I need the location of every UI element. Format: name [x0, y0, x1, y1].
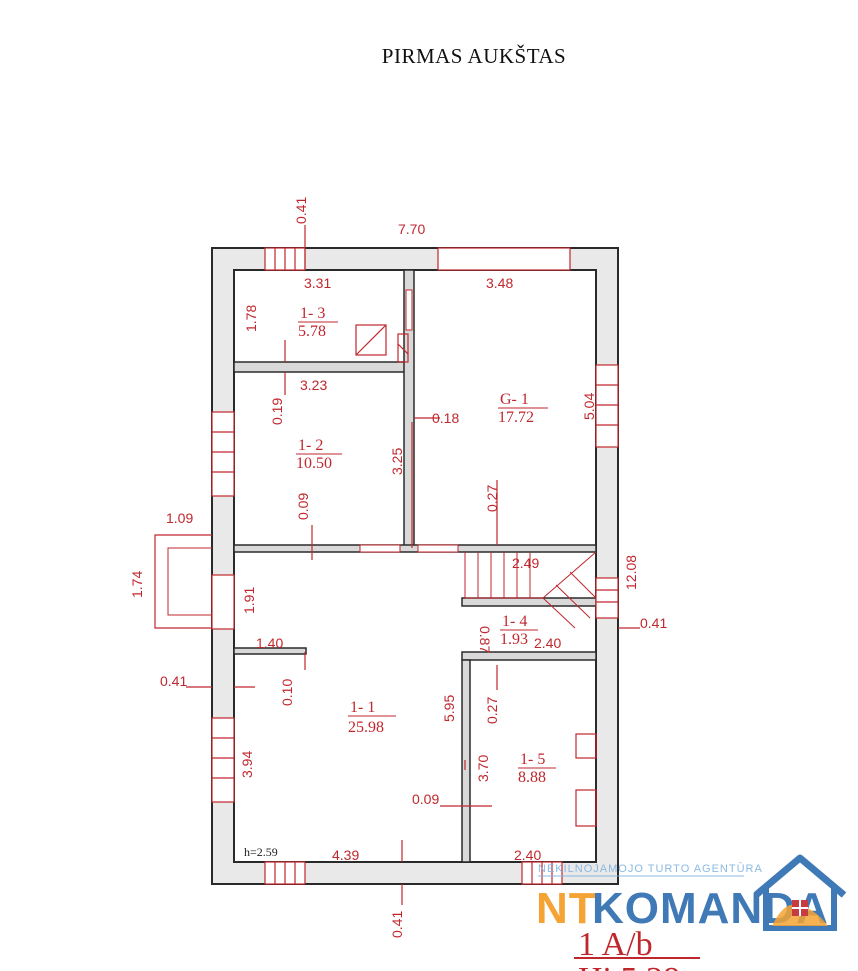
- outer-walls: [211, 247, 619, 885]
- door-openings: [359, 289, 459, 553]
- watermark-subtitle: NEKILNOJAMOJO TURTO AGENTŪRA: [538, 863, 763, 875]
- plan-stamp: 1 A/b: [578, 926, 653, 963]
- page-title: PIRMAS AUKŠTAS: [381, 44, 567, 68]
- dim-left-ext: 1.09: [166, 510, 193, 526]
- room-label-1-3: 1- 3 5.78: [298, 305, 338, 340]
- dim-g1-width: 3.48: [486, 275, 513, 291]
- dim-partition-018: 0.18: [432, 410, 459, 426]
- house-logo-icon: [753, 854, 847, 931]
- dim-r14-width: 2.40: [534, 635, 561, 651]
- room-label-1-2: 1- 2 10.50: [296, 437, 342, 472]
- svg-text:8.88: 8.88: [518, 769, 546, 786]
- ceiling-height: h=2.59: [244, 845, 278, 859]
- dim-total-height: 12.08: [623, 555, 639, 590]
- dim-partition-027b: 0.27: [484, 697, 500, 724]
- dim-r11-width: 4.39: [332, 847, 359, 863]
- dim-partition-019: 0.19: [269, 398, 285, 425]
- svg-text:G- 1: G- 1: [500, 391, 529, 408]
- stove-icon: [575, 789, 597, 827]
- dim-overall-width: 7.70: [398, 221, 425, 237]
- dim-top-wall: 0.41: [293, 197, 309, 224]
- svg-text:1- 2: 1- 2: [298, 437, 323, 454]
- dim-r12-height: 3.25: [389, 448, 405, 475]
- dim-r15-height: 3.70: [475, 755, 491, 782]
- dim-r13-height: 1.78: [243, 305, 259, 332]
- dim-partition-009a: 0.09: [295, 493, 311, 520]
- dim-r12-width: 3.23: [300, 377, 327, 393]
- watermark-nt: NT: [536, 884, 597, 933]
- dim-stair-width: 2.49: [512, 555, 539, 571]
- dim-r11-height: 5.95: [441, 695, 457, 722]
- dim-right-wall: 0.41: [640, 615, 667, 631]
- dim-porch: 1.74: [129, 571, 145, 598]
- boiler-icon: [355, 324, 387, 356]
- svg-text:17.72: 17.72: [498, 409, 534, 426]
- sink-icon: [575, 733, 597, 759]
- dim-r13-width: 3.31: [304, 275, 331, 291]
- svg-text:1- 3: 1- 3: [300, 305, 325, 322]
- plan-stamp-cut: Hi 5.28: [578, 961, 680, 971]
- dim-left-wall: 0.41: [160, 673, 187, 689]
- fixtures: [355, 324, 597, 827]
- dim-r15-width: 2.40: [514, 847, 541, 863]
- porch-outline: [154, 534, 212, 629]
- svg-text:10.50: 10.50: [296, 455, 332, 472]
- dim-left-140: 1.40: [256, 635, 283, 651]
- dim-partition-027a: 0.27: [484, 485, 500, 512]
- svg-text:1- 1: 1- 1: [350, 699, 375, 716]
- dim-partition-010: 0.10: [279, 679, 295, 706]
- svg-text:1.93: 1.93: [500, 631, 528, 648]
- svg-text:5.78: 5.78: [298, 323, 326, 340]
- dim-r14-087: 0.87: [477, 626, 493, 653]
- chimney-icon: [397, 333, 409, 363]
- room-label-1-5: 1- 5 8.88: [518, 751, 556, 786]
- dim-bottom-wall: 0.41: [389, 911, 405, 938]
- dim-left-394: 3.94: [239, 751, 255, 778]
- staircase: [464, 551, 597, 629]
- room-label-1-4: 1- 4 1.93: [500, 613, 538, 648]
- interior-walls: [233, 269, 597, 863]
- windows: [211, 247, 619, 885]
- watermark: NEKILNOJAMOJO TURTO AGENTŪRA NT KOMANDA: [536, 854, 847, 933]
- svg-text:25.98: 25.98: [348, 719, 384, 736]
- room-label-1-1: 1- 1 25.98: [348, 699, 396, 736]
- svg-text:1- 4: 1- 4: [502, 613, 527, 630]
- svg-text:1- 5: 1- 5: [520, 751, 545, 768]
- dimension-lines: [186, 225, 640, 905]
- room-label-g-1: G- 1 17.72: [498, 391, 548, 426]
- dim-partition-009b: 0.09: [412, 791, 439, 807]
- dim-g1-height: 5.04: [581, 393, 597, 420]
- dim-left-191: 1.91: [241, 587, 257, 614]
